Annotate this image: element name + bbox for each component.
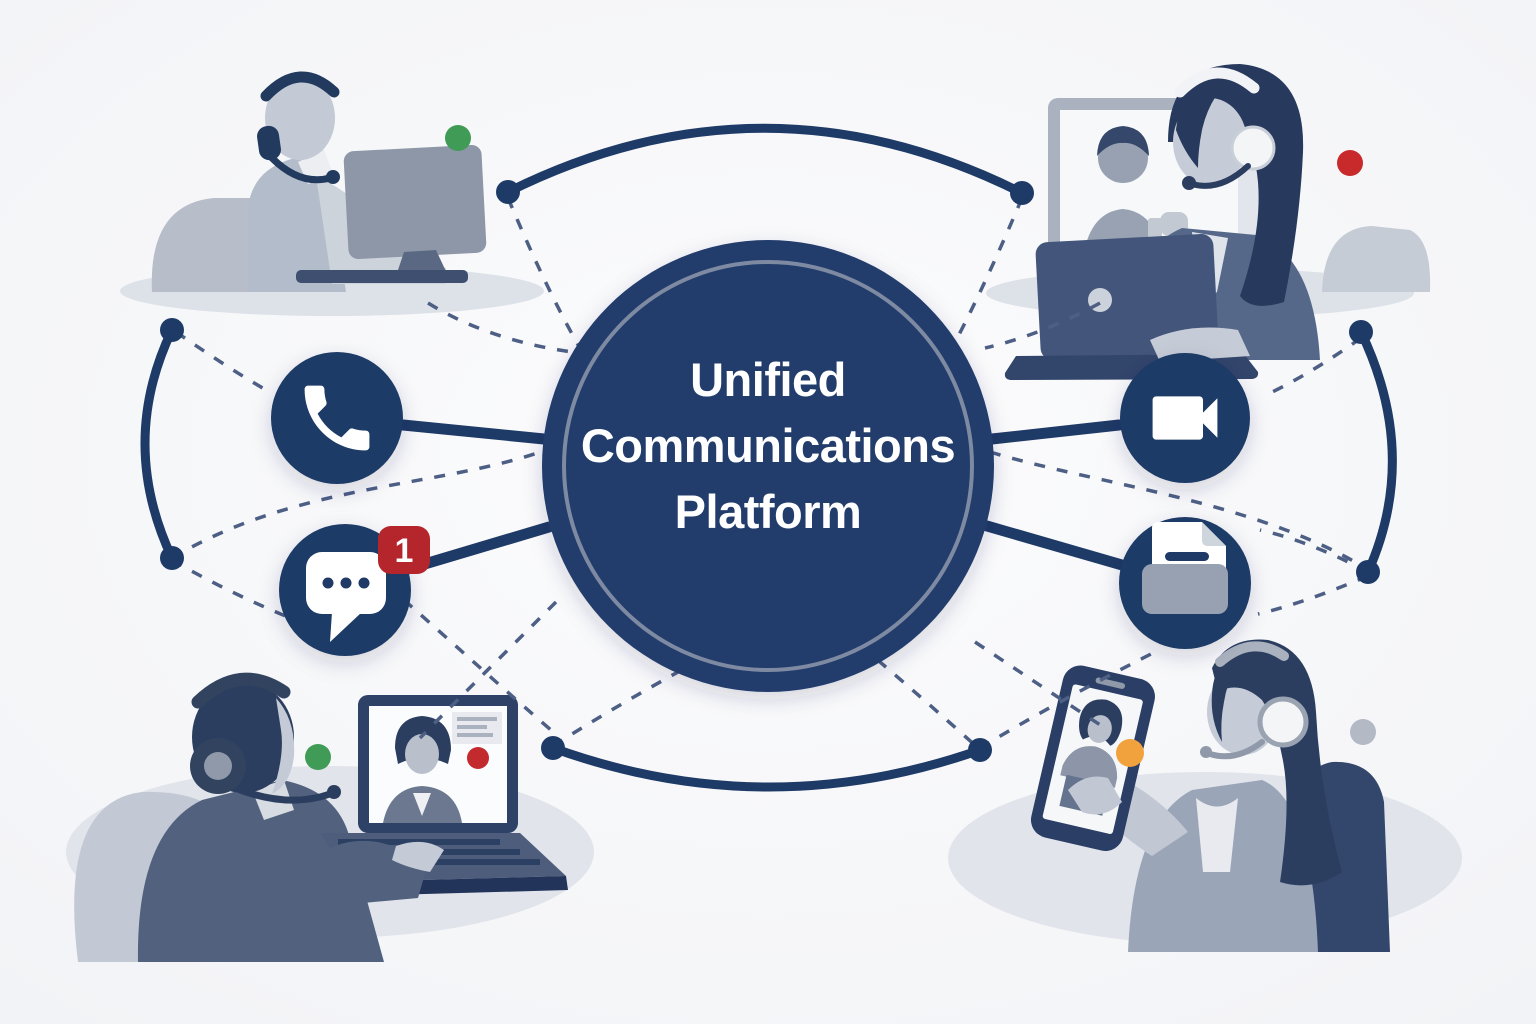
connector-dot <box>541 736 565 760</box>
node-spokes <box>397 419 1128 575</box>
chat-line <box>457 725 487 729</box>
woman-hand <box>1068 776 1122 815</box>
phone-spoke <box>397 419 550 445</box>
headset-earcup-pad <box>204 752 232 780</box>
center-hub-node: Unified Communications Platform <box>542 240 994 692</box>
connector-dot <box>496 180 520 204</box>
headset-mic-tip <box>1200 746 1212 758</box>
center-title-line-1: Unified <box>690 353 846 406</box>
video-node <box>1120 353 1250 483</box>
remote-caller-hair <box>1097 126 1149 156</box>
chat-spoke <box>402 521 555 575</box>
woman-forearm <box>1150 327 1250 362</box>
headset-mic-boom <box>236 786 334 804</box>
headset-mic-tip <box>326 170 340 184</box>
chat-line <box>457 717 497 721</box>
woman-hair-front <box>1176 72 1238 168</box>
headset-band <box>191 672 291 709</box>
connector-dot <box>160 318 184 342</box>
phone-icon <box>304 385 370 451</box>
dashed-link <box>402 598 560 738</box>
solid-connector-arcs <box>140 123 1397 792</box>
man-hand <box>392 841 444 872</box>
remote-caller-face <box>405 734 439 774</box>
headset-mic-boom <box>268 154 334 184</box>
dashed-link <box>1257 574 1369 616</box>
status-dot-orange <box>1116 739 1144 767</box>
headset-earcup <box>1230 125 1276 171</box>
man-face <box>272 698 295 794</box>
headset-mic-boom <box>1207 739 1265 760</box>
notification-badge-count: 1 <box>395 532 414 570</box>
center-inner-ring <box>562 260 974 672</box>
keyboard-bar <box>296 270 468 283</box>
fax-node <box>1119 517 1251 649</box>
notification-badge: 1 <box>378 526 430 574</box>
phone-node-circle <box>271 352 403 484</box>
chat-node: 1 <box>279 524 430 656</box>
person-head <box>265 76 335 160</box>
headset-band <box>1215 641 1289 667</box>
dashed-link <box>171 448 547 560</box>
video-spoke <box>986 419 1125 445</box>
dashed-link <box>1259 528 1369 574</box>
connector-dot <box>1356 560 1380 584</box>
remote-caller-shirt <box>413 793 431 816</box>
connector-dot <box>160 546 184 570</box>
headset-mic-tip <box>1182 176 1196 190</box>
recording-dot-red <box>467 747 489 769</box>
right-arc <box>1356 327 1397 577</box>
scene-man-laptop-call <box>66 672 594 962</box>
top-arc <box>503 123 1027 198</box>
status-dot-green <box>305 744 331 770</box>
desk-chair <box>1322 226 1431 292</box>
center-circle <box>542 240 994 692</box>
dashed-link <box>1263 336 1363 398</box>
dashed-link <box>950 197 1024 349</box>
woman-hair-front <box>1211 648 1252 742</box>
thumbs-up-icon <box>1148 212 1188 240</box>
bottom-arc <box>548 743 985 792</box>
status-dot-green <box>445 125 471 151</box>
center-title-line-3: Platform <box>675 485 862 538</box>
fax-printer-icon <box>1142 522 1228 614</box>
video-camera-icon <box>1152 396 1218 440</box>
laptop-screen-back <box>1035 234 1219 360</box>
center-title-line-2: Communications <box>581 419 955 472</box>
connector-dot <box>1349 320 1373 344</box>
woman-hair <box>1212 639 1342 886</box>
headset-mic-boom <box>1189 163 1251 189</box>
headset-band <box>260 71 340 102</box>
scene-woman-smartphone <box>948 639 1462 952</box>
dashed-link <box>427 301 573 354</box>
dashed-link <box>974 640 1109 732</box>
headset-earcup <box>257 125 281 161</box>
headset-band <box>1174 67 1260 98</box>
dashed-link <box>175 330 267 392</box>
woman-blouse <box>1196 798 1238 872</box>
fax-spoke <box>981 520 1128 571</box>
headset-mic-tip <box>327 785 341 799</box>
left-arc <box>140 325 177 563</box>
dashed-link <box>979 650 1156 750</box>
dashed-link <box>418 600 558 740</box>
dashed-link <box>506 197 582 349</box>
connector-dot <box>968 738 992 762</box>
status-dot-gray <box>1350 719 1376 745</box>
phone-node <box>271 352 403 484</box>
dashed-link <box>171 558 301 624</box>
scene-agent-desktop <box>120 71 544 316</box>
dashed-link <box>989 450 1363 568</box>
headset-earcup <box>1257 696 1309 748</box>
scene-woman-laptop-call <box>986 64 1431 380</box>
chat-line <box>457 733 493 737</box>
office-chair <box>151 198 258 292</box>
dashed-link <box>858 643 980 750</box>
desktop-monitor-back <box>343 144 487 260</box>
chat-bubble-icon <box>306 552 386 642</box>
connector-dot <box>1010 181 1034 205</box>
status-dot-red <box>1337 150 1363 176</box>
man-torso <box>137 780 384 962</box>
